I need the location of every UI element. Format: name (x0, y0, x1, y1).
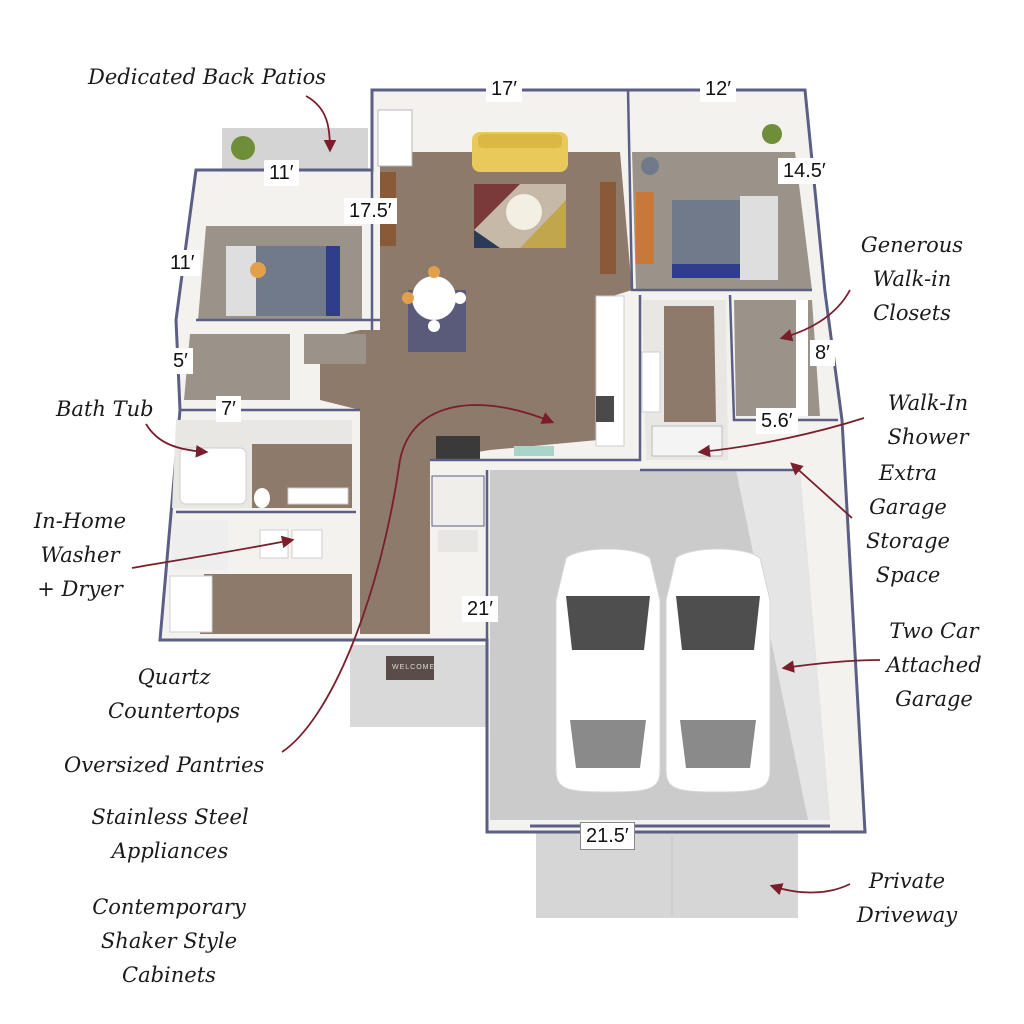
arrow-garage-storage (790, 462, 853, 519)
note-walk-in-shower: Walk-In Shower (887, 391, 969, 449)
dimension-garage-width: 21.5′ (580, 822, 635, 850)
note-garage-storage: Extra Garage Storage Space (866, 461, 950, 587)
vanity-icon (287, 487, 349, 505)
bathtub-icon (179, 447, 247, 505)
note-bath-tub: Bath Tub (56, 397, 154, 421)
arrow-driveway (769, 883, 851, 896)
dimension-bedroom-depth: 11′ (165, 250, 200, 276)
range-icon (596, 396, 614, 422)
dimension-living-width: 17′ (486, 76, 522, 102)
dimension-primary-depth: 14.5′ (778, 158, 831, 184)
dining-table-icon (412, 276, 456, 320)
note-driveway: Private Driveway (856, 869, 958, 927)
arrow-pantries (281, 404, 555, 753)
dryer-icon (291, 529, 323, 559)
note-back-patios: Dedicated Back Patios (88, 65, 327, 89)
hallway-floor (360, 412, 430, 634)
note-cabinets: Contemporary Shaker Style Cabinets (92, 895, 246, 987)
note-quartz: Quartz Countertops (108, 665, 240, 723)
bedroom-closet-floor (184, 334, 290, 400)
dimension-primary-width: 12′ (700, 76, 736, 102)
plant-icon (231, 136, 255, 160)
arrow-washer-dryer (131, 535, 295, 569)
dresser-icon (636, 192, 654, 264)
dimension-wic-width: 5.6′ (756, 408, 798, 434)
dimension-bath-width: 7′ (216, 396, 241, 422)
primary-vanity-icon (641, 351, 661, 413)
dimension-living-depth: 17.5′ (344, 198, 397, 224)
note-appliances: Stainless Steel Appliances (91, 805, 249, 863)
car-icon (665, 548, 771, 793)
note-walk-in-closets: Generous Walk-in Closets (860, 233, 964, 325)
kitchen-counter (595, 295, 625, 447)
doormat-text: WELCOME (392, 664, 436, 671)
arrow-two-car-garage (781, 659, 881, 673)
dimension-hall-length: 21′ (462, 596, 498, 622)
arrow-back-patios (305, 95, 337, 153)
arrow-walk-in-shower (697, 417, 865, 458)
laundry-floor (200, 574, 352, 634)
dimension-bedroom-width: 11′ (264, 160, 299, 186)
doormat (386, 656, 434, 680)
arrow-bath-tub (145, 423, 209, 458)
note-washer-dryer: In-Home Washer + Dryer (33, 509, 127, 601)
note-two-car-garage: Two Car Attached Garage (886, 619, 982, 711)
coffee-table-icon (506, 194, 542, 230)
sliding-door (377, 109, 413, 167)
note-pantries: Oversized Pantries (64, 753, 265, 777)
arrow-walk-in-closets (779, 289, 851, 342)
toilet-icon (254, 488, 270, 508)
car-icon (555, 548, 661, 793)
dimension-wic-depth: 8′ (810, 340, 835, 366)
tv-console-icon (600, 182, 616, 274)
dimension-closet-width: 5′ (168, 348, 193, 374)
driveway (536, 832, 798, 918)
pantry (436, 436, 480, 460)
